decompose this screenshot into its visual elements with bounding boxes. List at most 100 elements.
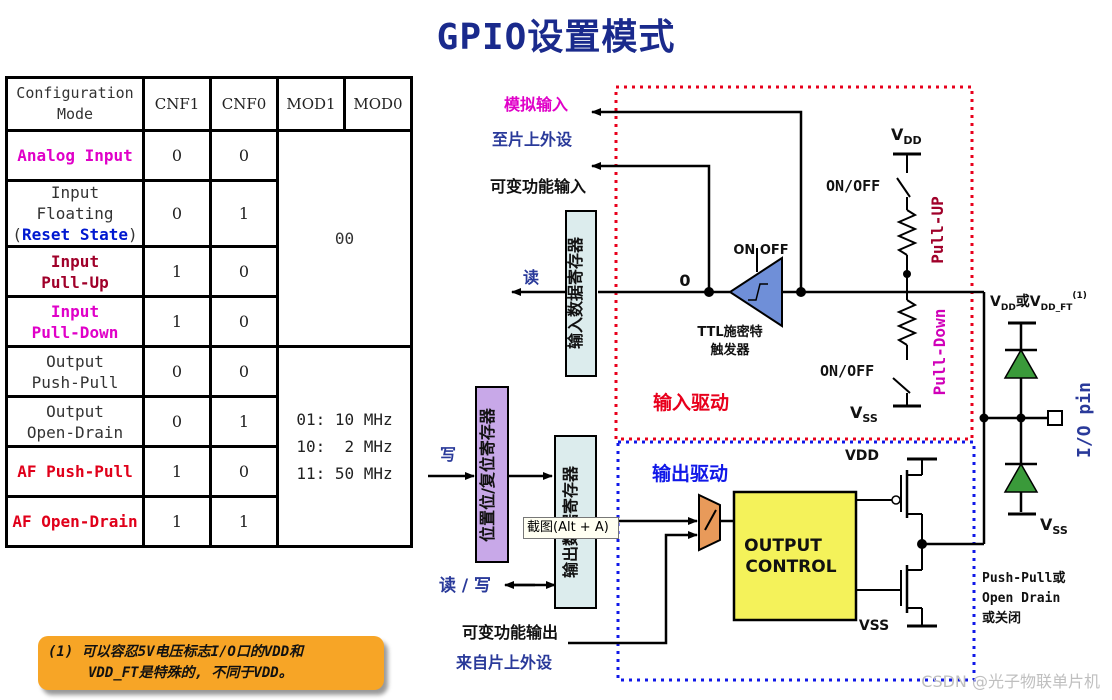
vss-v: V: [850, 403, 863, 422]
cnf0-cell: 1: [209, 395, 279, 448]
mode-label: Input Floating: [36, 183, 114, 223]
hysteresis-icon: [748, 283, 768, 301]
cnf1-cell: 1: [142, 295, 212, 348]
v1: V: [990, 294, 1001, 310]
reset-state-label: Reset State: [22, 225, 128, 244]
footnote-line1: (1) 可以容忍5V电压标志I/O口的VDD和: [48, 644, 304, 660]
speed-50mhz: 11: 50 MHz: [296, 464, 393, 483]
lower-diode: [1003, 462, 1039, 493]
analog-input-line: [591, 108, 803, 293]
vdd-top-label: VDD: [891, 125, 922, 147]
sub2: DD_FT: [1041, 303, 1074, 313]
header-mod1: MOD1: [276, 76, 346, 132]
io-pin-label: I/O pin: [1074, 382, 1095, 458]
cnf1-cell: 1: [142, 495, 212, 548]
junction-dot: [917, 539, 927, 549]
input-data-register: [565, 210, 597, 377]
mode-af-open-drain: AF Open-Drain: [5, 495, 145, 548]
alt-input-line: [591, 162, 711, 290]
header-mode-line1: Configuration: [16, 84, 134, 102]
junction-dot: [979, 413, 989, 423]
pull-down-switch: [892, 377, 911, 394]
vss-pin-label: VSS: [1040, 515, 1068, 537]
on-off-lower-label: ON/OFF: [820, 362, 874, 380]
mux-switch: [704, 509, 717, 531]
cnf0-cell: 0: [209, 445, 279, 498]
junction-dot: [796, 287, 806, 297]
vss-sub: SS: [862, 412, 877, 425]
mode-label: Input: [50, 251, 100, 271]
header-cnf1: CNF1: [142, 76, 212, 132]
cnf0-cell: 1: [209, 495, 279, 548]
alt-input-label: 可变功能输入: [490, 177, 586, 196]
mod-output-speeds: 01: 10 MHz 10: 2 MHz 11: 50 MHz: [296, 406, 392, 487]
pp-od-line1: Push-Pull或: [982, 570, 1065, 586]
alt-output-label: 可变功能输出: [462, 623, 558, 642]
mode-input-pull-up: Input Pull-Up: [5, 245, 145, 298]
vss-pin-v: V: [1040, 515, 1053, 534]
bsrr-label: 位置位/复位寄存器: [478, 407, 497, 542]
input-driver-box: [614, 85, 974, 441]
output-control-line2: CONTROL: [745, 557, 836, 577]
footnote-line2: VDD_FT是特殊的, 不同于VDD。: [88, 665, 293, 681]
table-row: Input Floating (Reset State) 0 1: [5, 179, 412, 248]
watermark: CSDN @光子物联单片机: [921, 672, 1100, 691]
cnf0-cell: 1: [209, 179, 279, 248]
page-title: GPIO设置模式: [436, 17, 676, 58]
mode-output-open-drain: Output Open-Drain: [5, 395, 145, 448]
cnf1-cell: 0: [142, 129, 212, 182]
upper-diode: [1003, 348, 1039, 379]
cnf0-cell: 0: [209, 295, 279, 348]
mode-label: Analog Input: [17, 146, 133, 165]
alt-output-line: [568, 531, 698, 645]
ttl-schmitt-line2: 触发器: [709, 342, 750, 358]
mode-label: AF Open-Drain: [12, 512, 138, 531]
header-mod0: MOD0: [343, 76, 413, 132]
input-driver-label: 输入驱动: [653, 391, 729, 414]
pull-down-label: Pull-Down: [930, 309, 949, 396]
mode-label: Output: [46, 351, 104, 371]
cnf1-cell: 0: [142, 395, 212, 448]
pull-up-resistor: [896, 209, 918, 256]
junction-dot: [1016, 413, 1026, 423]
analog-input-label: 模拟输入: [504, 95, 568, 114]
mode-label: Open-Drain: [26, 422, 124, 442]
pull-up-switch: [896, 177, 911, 198]
table-row: Output Open-Drain 0 1: [5, 395, 412, 448]
vss-input-label: VSS: [850, 403, 878, 425]
header-mode-line2: Mode: [56, 105, 94, 123]
table-row: Output Push-Pull 0 0 01: 10 MHz 10: 2 MH…: [5, 345, 413, 548]
read-write-label: 读 / 写: [439, 575, 491, 596]
vss-out-label: VSS: [859, 618, 889, 634]
header-config-mode: Configuration Mode: [5, 76, 145, 132]
cnf0-cell: 0: [209, 245, 279, 298]
zero-label: 0: [679, 271, 690, 290]
on-off-upper-label: ON/OFF: [826, 177, 880, 195]
mode-input-floating: Input Floating (Reset State): [5, 179, 145, 248]
bit-set-reset-register: [475, 386, 509, 563]
mod-input-cell: 00: [276, 129, 413, 348]
from-peripheral-label: 来自片上外设: [455, 653, 553, 672]
mode-label: AF Push-Pull: [17, 462, 133, 481]
table-row: AF Open-Drain 1 1: [5, 495, 412, 548]
cnf1-cell: 0: [142, 345, 212, 398]
cnf0-cell: 0: [209, 345, 279, 398]
mode-output-push-pull: Output Push-Pull: [5, 345, 145, 398]
mid: 或V: [1016, 293, 1041, 310]
schmitt-trigger-symbol: [728, 256, 783, 328]
table-row: Input Pull-Down 1 0: [5, 295, 412, 348]
mode-label: Output: [46, 401, 104, 421]
vdd-out-label: VDD: [845, 448, 879, 464]
table-row: Input Pull-Up 1 0: [5, 245, 412, 298]
mod-output-cell: 01: 10 MHz 10: 2 MHz 11: 50 MHz: [276, 345, 413, 548]
mode-label: Input: [50, 301, 100, 321]
vss-pin-sub: SS: [1052, 524, 1067, 537]
junction-dot: [704, 287, 714, 297]
cnf0-cell: 0: [209, 129, 279, 182]
sub1: DD: [1001, 303, 1016, 313]
input-data-register-label: 输入数据寄存器: [566, 236, 585, 349]
table-row: AF Push-Pull 1 0: [5, 445, 412, 498]
header-cnf0: CNF0: [209, 76, 279, 132]
paren-close: ): [127, 225, 138, 244]
speed-2mhz: 10: 2 MHz: [296, 437, 393, 456]
